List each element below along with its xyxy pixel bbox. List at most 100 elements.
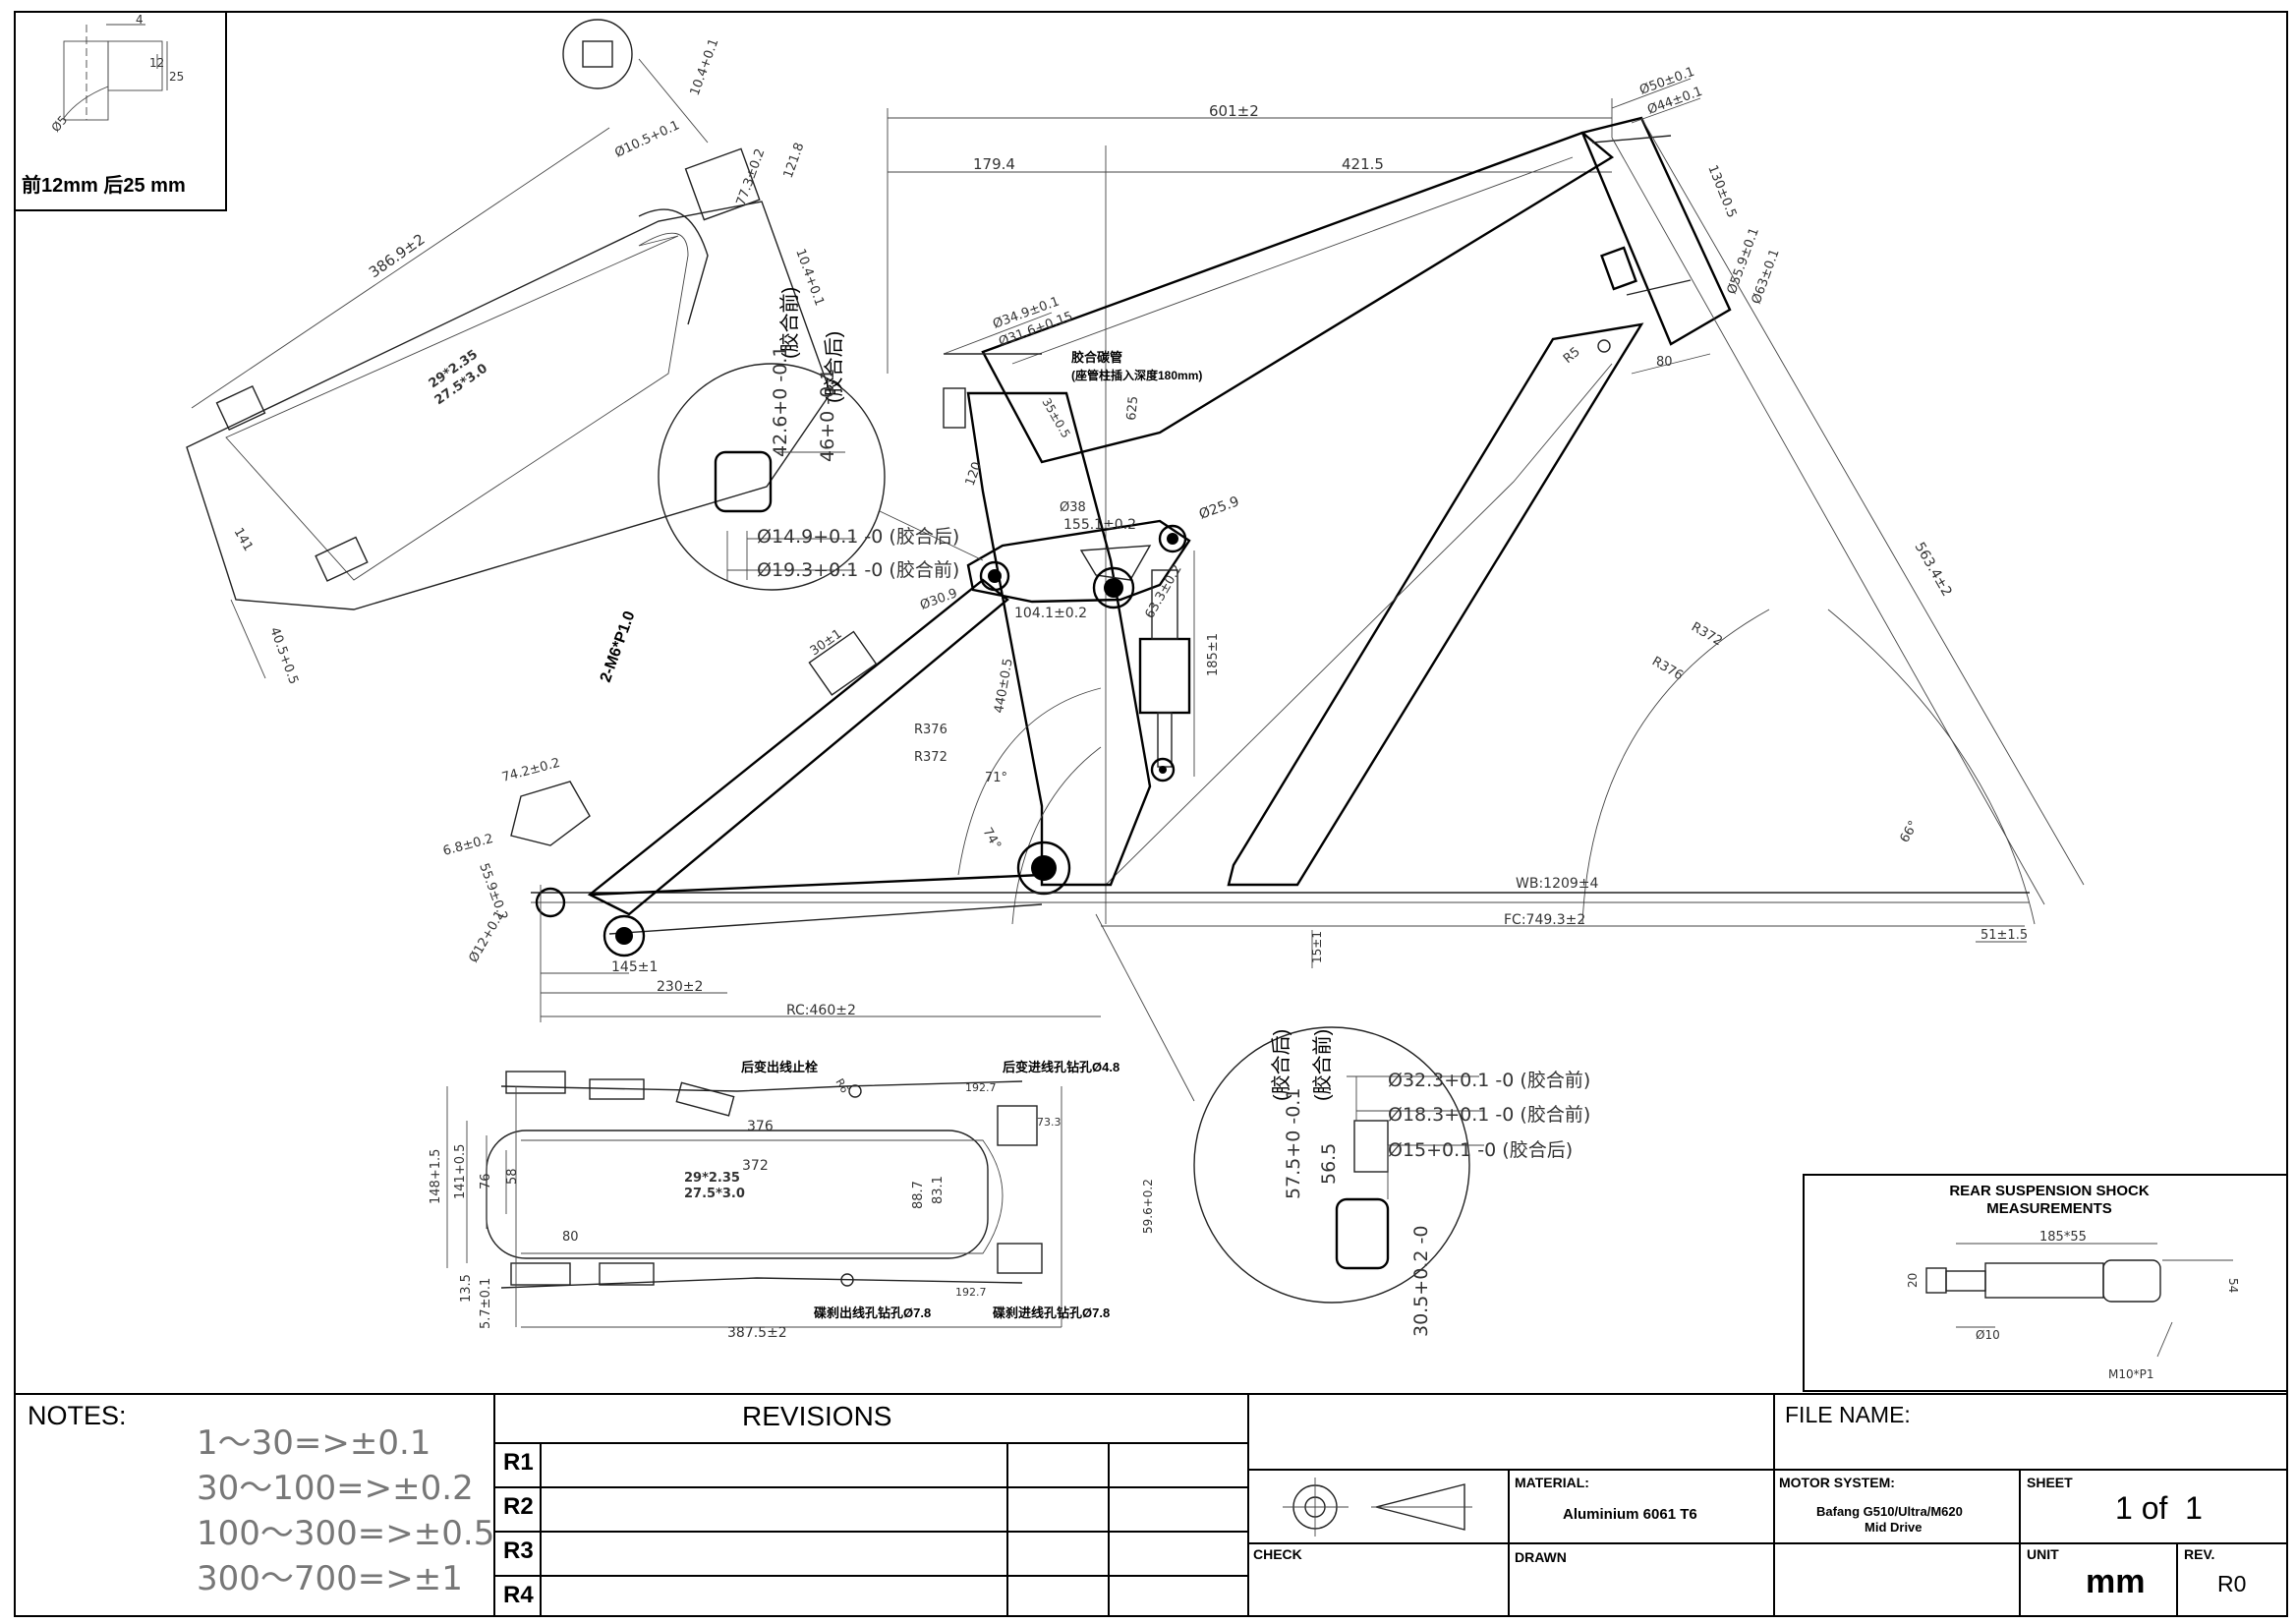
- rev-row-r2: R2: [503, 1493, 534, 1520]
- dim-wb: WB:1209±4: [1516, 876, 1599, 892]
- detail-caption: 前12mm 后25 mm: [22, 173, 186, 197]
- dim-440: 440±0.5: [992, 658, 1016, 715]
- circle-detail-left: (胶合前) (胶合后) 42.6+0 -0.1 46+0 -0.1 Ø14.9+…: [658, 287, 984, 591]
- dim-80: 80: [1656, 355, 1673, 370]
- dim-fc: FC:749.3±2: [1504, 912, 1585, 928]
- dim-down-tube: 563.4±2: [1912, 540, 1955, 600]
- plan-view: 后变出线止栓 后变进线孔钻孔Ø4.8 R6 192.7 73.3 376 372…: [429, 1060, 1155, 1341]
- dim-15: 15±1: [1310, 931, 1324, 963]
- dim-d12: Ø12+0.1: [466, 908, 507, 965]
- revisions-title: REVISIONS: [742, 1401, 892, 1431]
- circle-left-rear-label: (胶合后): [823, 331, 845, 403]
- plan-tire-2: 27.5*3.0: [684, 1187, 745, 1201]
- motor-label: MOTOR SYSTEM:: [1779, 1475, 1895, 1490]
- plan-stop-note: 后变出线止栓: [741, 1060, 818, 1074]
- swingarm-detail: 386.9±2 Ø10.5+0.1 10.4+0.1 77.3±0.2 121.…: [186, 19, 832, 686]
- dim-773: 77.3±0.2: [734, 146, 769, 207]
- dim-d309: Ø30.9: [918, 586, 959, 612]
- unit-value: mm: [2086, 1563, 2146, 1600]
- dim-145: 145±1: [611, 959, 658, 975]
- material-label: MATERIAL:: [1515, 1475, 1589, 1490]
- circle-right-d575: 57.5+0 -0.1: [1283, 1088, 1304, 1199]
- note-3: 100～300=>±0.5: [197, 1514, 495, 1553]
- plan-80: 80: [562, 1230, 579, 1245]
- dim-185: 185±1: [1206, 633, 1221, 676]
- dim-r376b: R376: [1649, 654, 1686, 683]
- dim-b: 12: [149, 56, 164, 70]
- plan-831: 83.1: [931, 1176, 946, 1204]
- motor-value-1: Bafang G510/Ultra/M620: [1816, 1504, 1963, 1519]
- plan-tire-1: 29*2.35: [684, 1171, 740, 1186]
- plan-58: 58: [505, 1168, 520, 1185]
- dim-rc: RC:460±2: [786, 1003, 856, 1018]
- rear-end: 30±1 2-M6*P1.0 74.2±0.2 6.8±0.2 55.9±0.2…: [441, 578, 1101, 1022]
- sheet-border: [14, 11, 2288, 1617]
- circle-detail-right: (胶合后) (胶合前) Ø32.3+0.1 -0 (胶合前) Ø18.3+0.1…: [1095, 913, 1590, 1337]
- plan-376: 376: [747, 1119, 774, 1134]
- dim-51: 51±1.5: [1980, 928, 2028, 943]
- dim-r5: R5: [1561, 344, 1583, 367]
- shock-title-2: MEASUREMENTS: [1986, 1200, 2112, 1217]
- dim-1218: 121.8: [781, 141, 808, 180]
- dim-421: 421.5: [1342, 155, 1384, 173]
- seat-note-2: (座管柱插入深度180mm): [1071, 368, 1202, 382]
- dim-601: 601±2: [1209, 102, 1259, 120]
- plan-brake-out: 碟刹出线孔钻孔Ø7.8: [814, 1305, 931, 1320]
- dim-68: 6.8±0.2: [441, 832, 494, 859]
- plan-141: 141+0.5: [453, 1144, 468, 1199]
- shock-title-1: REAR SUSPENSION SHOCK: [1949, 1183, 2150, 1199]
- plan-1927b: 192.7: [955, 1286, 987, 1299]
- plan-148: 148+1.5: [429, 1149, 443, 1204]
- shock-d54: 54: [2226, 1278, 2240, 1293]
- dim-742: 74.2±0.2: [500, 756, 561, 785]
- circle-right-d183: Ø18.3+0.1 -0 (胶合前): [1388, 1104, 1590, 1126]
- notes-label: NOTES:: [28, 1401, 127, 1430]
- title-block: [15, 1393, 2287, 1616]
- dim-head-len: 130±0.5: [1704, 163, 1739, 220]
- dim-d259: Ø25.9: [1197, 493, 1241, 522]
- dim-230: 230±2: [657, 979, 703, 995]
- shock-d10: Ø10: [1976, 1328, 2000, 1342]
- rev-value: R0: [2217, 1571, 2247, 1596]
- circle-left-d46: 46+0 -0.1: [817, 369, 838, 462]
- unit-label: UNIT: [2027, 1546, 2059, 1562]
- dim-r372a: R372: [914, 750, 947, 765]
- rev-row-r3: R3: [503, 1537, 534, 1564]
- dim-625: 625: [1124, 395, 1141, 421]
- rev-label: REV.: [2184, 1546, 2215, 1562]
- plan-372: 372: [742, 1158, 769, 1174]
- shock-box: REAR SUSPENSION SHOCK MEASUREMENTS 185*5…: [1803, 1174, 2288, 1392]
- dim-1041: 104.1±0.2: [1014, 606, 1087, 621]
- sheet-value: 1 of 1: [2115, 1490, 2203, 1526]
- ang-74: 74°: [980, 826, 1004, 852]
- frame-main: 601±2 179.4 421.5 Ø50±0.1 Ø44±0.1 130±0.…: [531, 65, 2085, 968]
- dim-d63: Ø63±0.1: [1750, 247, 1783, 306]
- note-4: 300～700=>±1: [197, 1559, 463, 1598]
- note-1: 1～30=>±0.1: [197, 1423, 431, 1463]
- dim-r372b: R372: [1689, 619, 1725, 649]
- material-value: Aluminium 6061 T6: [1563, 1506, 1697, 1523]
- dim-r376a: R376: [914, 723, 947, 737]
- drawn-label: DRAWN: [1515, 1549, 1567, 1565]
- circle-right-rear-label: (胶合后): [1270, 1029, 1292, 1101]
- seat-note-1: 胶合碳管: [1071, 350, 1122, 365]
- plan-76: 76: [479, 1173, 493, 1189]
- dim-405: 40.5+0.5: [266, 625, 301, 686]
- dim-a: 4: [136, 13, 144, 27]
- plan-733: 73.3: [1037, 1116, 1062, 1129]
- dim-c: 25: [169, 70, 184, 84]
- circle-right-d305: 30.5+0.2 -0: [1410, 1226, 1432, 1337]
- plan-135: 13.5: [459, 1274, 474, 1303]
- dim-633: 63.3±0.2: [1142, 562, 1184, 621]
- check-label: CHECK: [1253, 1546, 1302, 1562]
- thread-m6: 2-M6*P1.0: [598, 609, 639, 684]
- shock-d185: 185*55: [2039, 1230, 2087, 1245]
- detail-box: 4 12 25 Ø5 前12mm 后25 mm: [14, 11, 227, 211]
- ang-71: 71°: [985, 771, 1007, 785]
- dim-d38: Ø38: [1060, 500, 1086, 515]
- file-name-label: FILE NAME:: [1785, 1402, 1911, 1427]
- dim-d105: Ø10.5+0.1: [612, 118, 681, 160]
- circle-right-d323: Ø32.3+0.1 -0 (胶合前): [1388, 1070, 1590, 1091]
- circle-right-d565: 56.5: [1318, 1143, 1340, 1185]
